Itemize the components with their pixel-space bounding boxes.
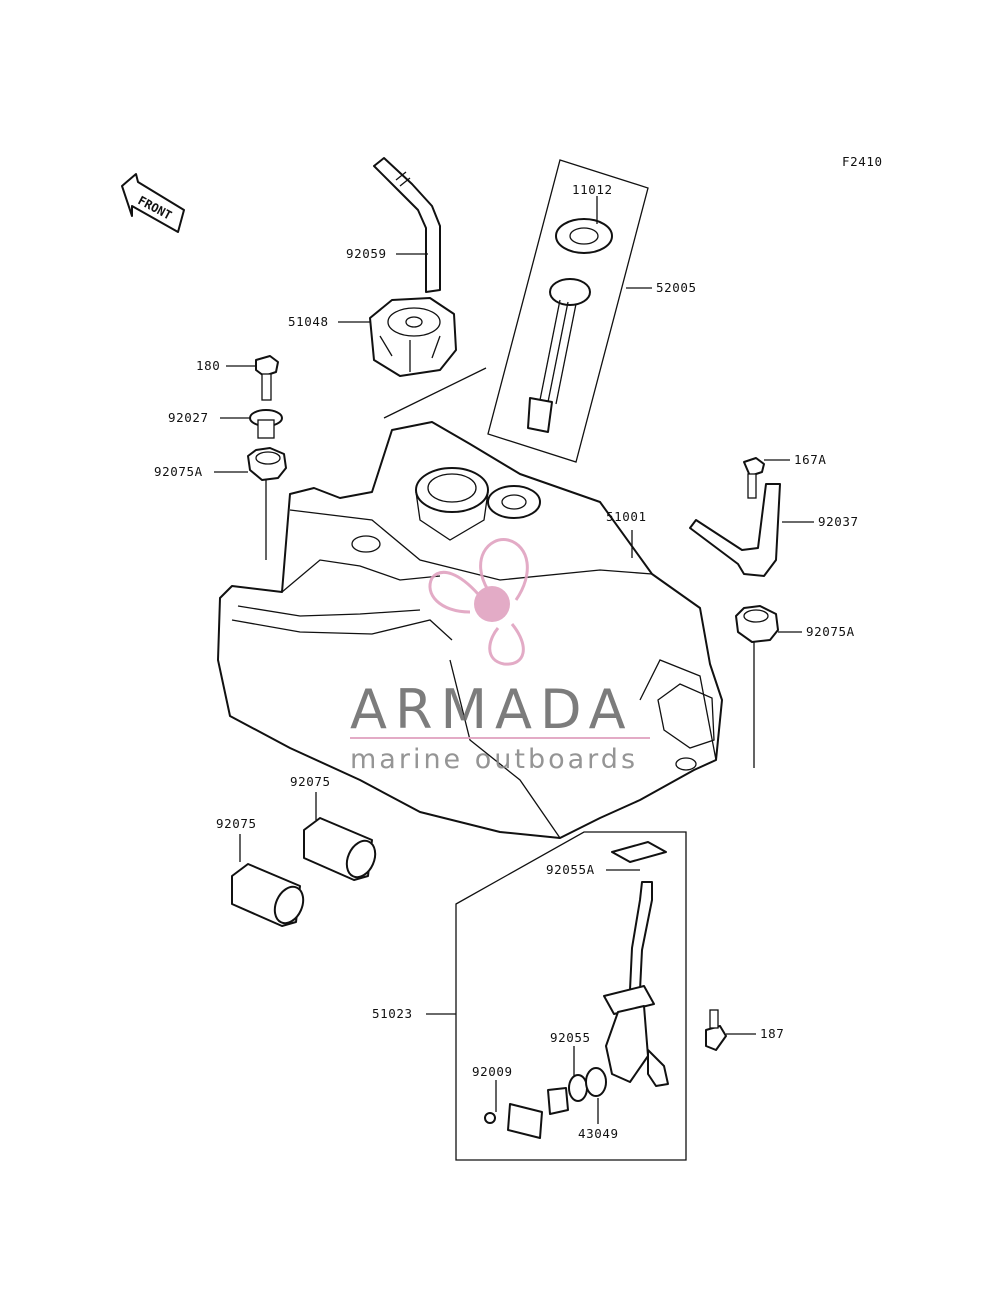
propeller-logo-icon xyxy=(428,538,529,666)
fuel-cap xyxy=(369,297,457,377)
fuel-cock-assembly xyxy=(455,831,727,1161)
part-label-11012: 11012 xyxy=(572,182,613,197)
watermark: ARMADA marine outboards xyxy=(350,538,650,775)
leader-lines xyxy=(214,196,814,1124)
part-label-51048: 51048 xyxy=(288,314,329,329)
part-label-92075a-right: 92075A xyxy=(806,624,855,639)
part-label-92075-upper: 92075 xyxy=(290,774,331,789)
part-label-51023: 51023 xyxy=(372,1006,413,1021)
part-label-92059: 92059 xyxy=(346,246,387,261)
part-label-180: 180 xyxy=(196,358,220,373)
collar-sleeves xyxy=(231,817,377,927)
part-label-92037: 92037 xyxy=(818,514,859,529)
watermark-tagline: marine outboards xyxy=(350,744,638,775)
part-labels: 11012 92059 52005 51048 180 92027 92075A… xyxy=(154,182,859,1141)
part-label-92027: 92027 xyxy=(168,410,209,425)
right-mount-hardware xyxy=(689,457,781,643)
part-label-92055: 92055 xyxy=(550,1030,591,1045)
figure-code: F2410 xyxy=(842,154,883,169)
fuel-tank xyxy=(217,421,723,839)
part-label-92009: 92009 xyxy=(472,1064,513,1079)
part-label-92075-lower: 92075 xyxy=(216,816,257,831)
part-label-43049: 43049 xyxy=(578,1126,619,1141)
part-label-92075a-left: 92075A xyxy=(154,464,203,479)
part-label-187: 187 xyxy=(760,1026,784,1041)
watermark-brand: ARMADA xyxy=(350,678,634,741)
left-mount-hardware xyxy=(247,355,287,481)
part-label-52005: 52005 xyxy=(656,280,697,295)
fuel-gauge-assembly xyxy=(487,159,649,463)
front-arrow-icon: FRONT xyxy=(121,173,185,233)
part-label-92055a: 92055A xyxy=(546,862,595,877)
part-label-51001: 51001 xyxy=(606,509,647,524)
breather-hose xyxy=(373,157,441,293)
part-label-167a: 167A xyxy=(794,452,827,467)
